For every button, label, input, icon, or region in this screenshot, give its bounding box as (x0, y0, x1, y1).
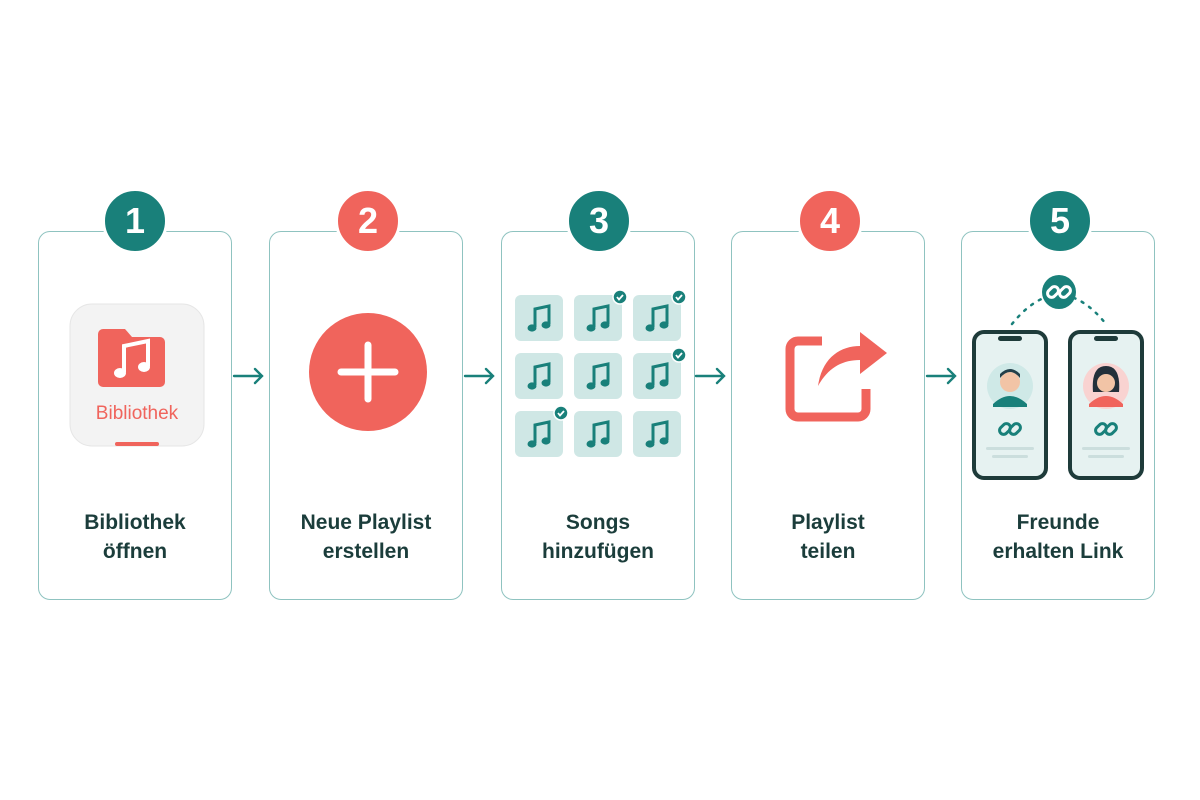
step-badge-2: 2 (335, 188, 401, 254)
song-tile (574, 295, 622, 341)
song-tile (574, 411, 622, 457)
music-note-grid-icon (515, 289, 687, 457)
step-badge-1: 1 (102, 188, 168, 254)
library-icon-label: Bibliothek (96, 403, 179, 424)
song-tile (633, 353, 681, 399)
step-badge-4: 4 (797, 188, 863, 254)
share-icon (785, 332, 887, 422)
song-tile (515, 353, 563, 399)
arrow-right-icon (463, 367, 495, 385)
phones-link-icon (972, 275, 1144, 480)
song-tile (574, 353, 622, 399)
arrow-right-icon (694, 367, 726, 385)
arrow-right-icon (232, 367, 264, 385)
check-icon (671, 289, 687, 305)
check-icon (671, 347, 687, 363)
song-tile (515, 411, 563, 457)
music-folder-app-icon: Bibliothek (69, 303, 205, 447)
check-icon (553, 405, 569, 421)
plus-circle-icon (309, 313, 427, 431)
arrow-right-icon (925, 367, 957, 385)
song-tile (633, 295, 681, 341)
step-badge-3: 3 (566, 188, 632, 254)
check-icon (612, 289, 628, 305)
step-badge-5: 5 (1027, 188, 1093, 254)
song-tile (633, 411, 681, 457)
song-tile (515, 295, 563, 341)
